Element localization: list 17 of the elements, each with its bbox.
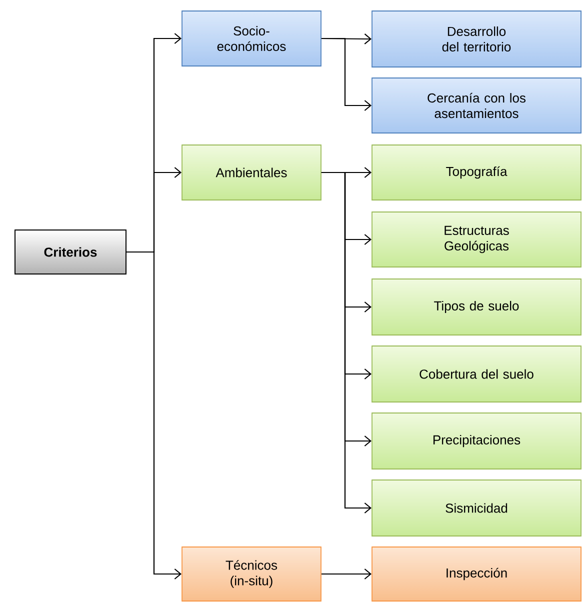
category-box: Ambientales: [182, 144, 322, 200]
criterion-box: Cercanía con los asentamientos: [372, 78, 582, 134]
criterion-box: Tipos de suelo: [372, 278, 582, 336]
category-box: Socio-económicos: [182, 10, 322, 66]
root-box: Criterios: [14, 230, 126, 274]
arrow: [321, 38, 372, 111]
criterion-box: Topografía: [372, 144, 582, 200]
criterion-box: Sismicidad: [372, 480, 582, 536]
arrow: [321, 172, 372, 514]
criterion-box: Precipitaciones: [372, 412, 582, 470]
criterion-box: Estructuras Geológicas: [372, 212, 582, 268]
criterion-box: Desarrollo del territorio: [372, 10, 582, 68]
category-box: Técnicos (in-situ): [182, 546, 322, 602]
criterion-box: Inspección: [372, 546, 582, 602]
criterion-box: Cobertura del suelo: [372, 346, 582, 402]
arrow: [126, 251, 182, 580]
arrow: [321, 568, 372, 580]
